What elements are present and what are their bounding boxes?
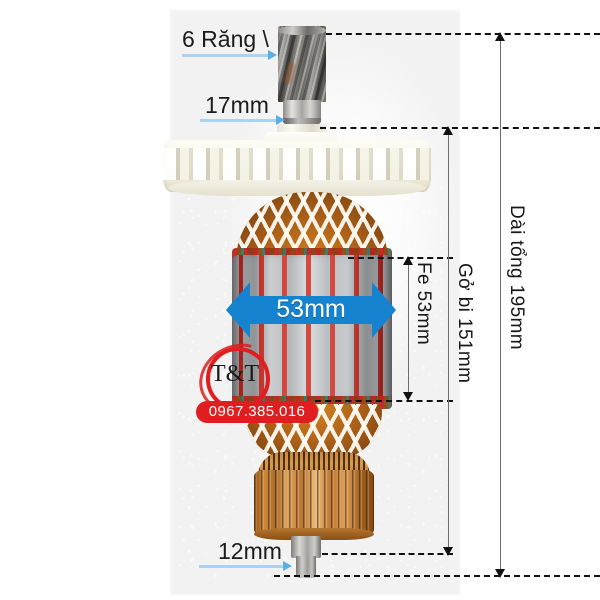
commutator-segments xyxy=(254,470,374,536)
shaft-bottom-label: 12mm xyxy=(218,538,282,564)
core-diameter-arrow-head-left xyxy=(226,282,250,338)
total-arrow-top xyxy=(495,32,505,41)
shaft-top-arrow-bar xyxy=(200,119,278,122)
dash-line-top-total xyxy=(326,33,600,35)
total-dimension-label: Dài tổng 195mm xyxy=(506,205,527,351)
bearing-arrow-bottom xyxy=(443,547,453,556)
total-arrow-bottom xyxy=(495,569,505,578)
dash-line-bearing-top xyxy=(320,127,600,129)
pinion-flutes xyxy=(278,26,326,102)
shaft-top-label: 17mm xyxy=(205,92,269,118)
commutator xyxy=(254,470,374,536)
total-dimension-line xyxy=(500,35,501,575)
fe-dimension-line xyxy=(408,259,409,398)
fan-vanes xyxy=(163,148,431,180)
pinion-top-face xyxy=(278,26,326,35)
dash-line-bearing-bottom xyxy=(322,553,453,555)
core-diameter-arrow-head-right xyxy=(372,282,396,338)
bearing-dimension-label: Gở bi 151mm xyxy=(454,263,475,384)
bearing-arrow-top xyxy=(443,126,453,135)
teeth-label: 6 Răng \ xyxy=(182,26,269,52)
commutator-bottom-edge xyxy=(254,528,374,540)
watermark-brand: T&T xyxy=(211,361,259,387)
teeth-arrow-head xyxy=(268,50,277,60)
lower-shaft-end xyxy=(296,556,316,578)
shaft-bottom-arrow-bar xyxy=(199,565,285,568)
fan-base-disc xyxy=(168,180,426,196)
teeth-arrow-bar xyxy=(182,54,270,57)
lower-shaft-step xyxy=(291,536,321,558)
fe-arrow-top xyxy=(403,256,413,265)
core-diameter-arrow: 53mm xyxy=(226,282,396,338)
fe-arrow-bottom xyxy=(403,392,413,401)
core-diameter-label: 53mm xyxy=(276,295,346,323)
shaft-bottom-arrow-head xyxy=(283,561,292,571)
watermark-phone: 0967.385.016 xyxy=(196,401,318,423)
dash-line-core-bottom xyxy=(315,400,453,402)
shaft-collar xyxy=(283,100,321,122)
fe-dimension-label: Fe 53mm xyxy=(413,262,434,346)
bearing-dimension-line xyxy=(448,129,449,553)
shaft-collar-ring xyxy=(283,118,321,124)
dash-line-bottom-total xyxy=(274,575,600,577)
helical-pinion-gear xyxy=(278,26,326,102)
core-diameter-arrow-bar xyxy=(248,296,374,324)
dash-line-core-top xyxy=(348,257,453,259)
shaft-top-arrow-head xyxy=(276,115,285,125)
watermark: T&T 0967.385.016 xyxy=(187,330,318,426)
